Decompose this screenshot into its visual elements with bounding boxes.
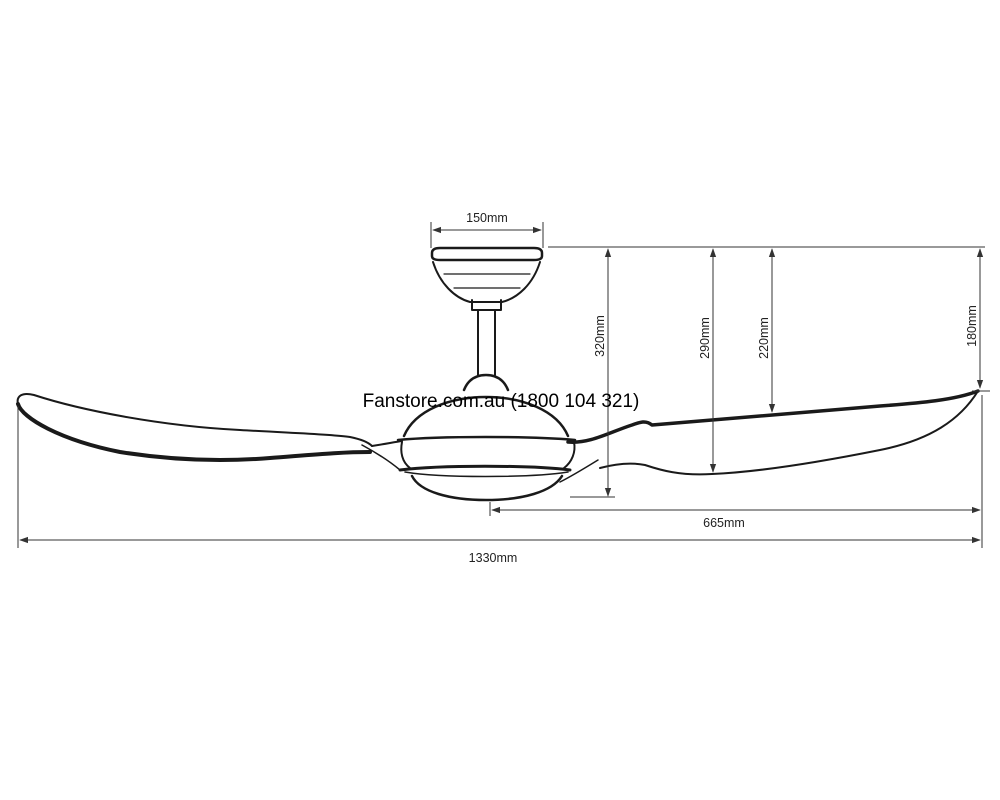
dimension-lines bbox=[17, 222, 990, 548]
drop-220-label: 220mm bbox=[757, 317, 771, 359]
right-blade bbox=[559, 389, 980, 483]
drop-180-label: 180mm bbox=[965, 305, 979, 347]
fan-outline bbox=[16, 246, 980, 502]
downrod bbox=[471, 299, 502, 376]
drop-290-label: 290mm bbox=[698, 317, 712, 359]
watermark-text: Fanstore.com.au (1800 104 321) bbox=[363, 391, 640, 412]
radius-665-label: 665mm bbox=[703, 516, 745, 530]
overall-span-label: 1330mm bbox=[469, 551, 518, 565]
left-blade bbox=[16, 393, 403, 471]
canopy-width-label: 150mm bbox=[466, 211, 508, 225]
drop-320-label: 320mm bbox=[593, 315, 607, 357]
canopy bbox=[430, 246, 544, 303]
motor-housing bbox=[396, 373, 577, 502]
